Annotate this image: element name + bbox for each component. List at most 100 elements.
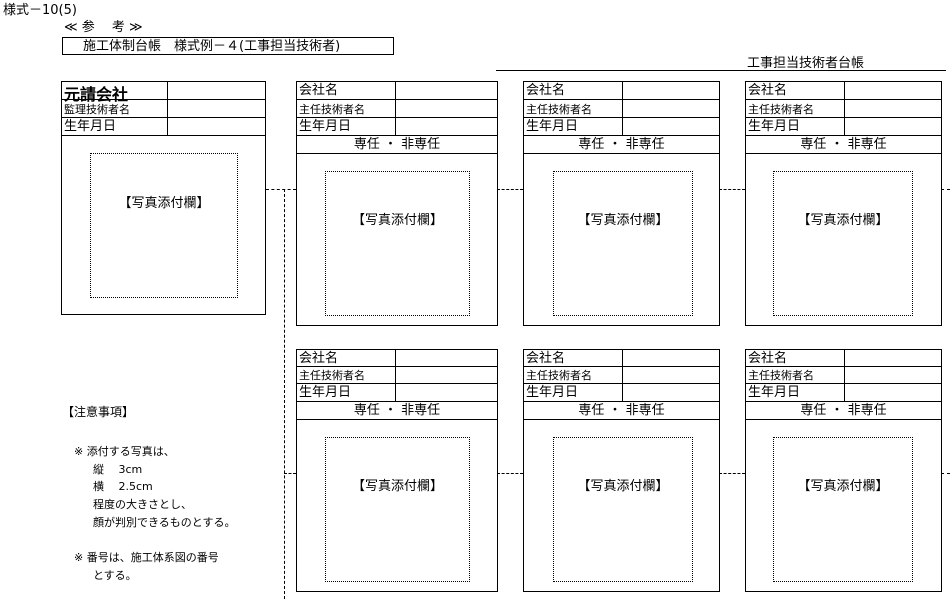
birth-date-label: 生年月日 [299,119,352,134]
card-divider [622,367,623,383]
prime-row-birth: 生年月日 [62,118,265,136]
note-line: 顔が判別できるものとする。 [93,516,236,529]
fulltime-status: 専任 ・ 非専任 [800,403,887,418]
connector-line [284,473,296,474]
prime-company-label: 元請会社 [64,85,129,104]
photo-label: 【写真添付欄】 [577,479,669,494]
birth-date-label: 生年月日 [526,385,579,400]
card-row-birth: 生年月日 [297,384,497,402]
company-label: 会社名 [526,83,566,98]
engineer-card: 会社名 主任技術者名 生年月日 専任 ・ 非専任 【写真添付欄】 [523,81,720,326]
chief-engineer-label: 主任技術者名 [526,369,592,382]
card-row-chief: 主任技術者名 [524,367,719,384]
form-title: 施工体制台帳 様式例－４(工事担当技術者) [83,39,341,54]
photo-slot: 【写真添付欄】 [773,171,913,316]
birth-date-label: 生年月日 [526,119,579,134]
card-row-birth: 生年月日 [297,118,497,136]
prime-divider [167,82,168,99]
photo-slot: 【写真添付欄】 [553,171,693,316]
form-code: 様式－10(5) [3,3,77,18]
prime-row-supervisor: 監理技術者名 [62,100,265,118]
photo-slot: 【写真添付欄】 [553,437,693,582]
prime-divider [167,118,168,135]
card-divider [844,384,845,401]
card-divider [622,100,623,117]
note-line: 縦 3cm [93,463,143,476]
company-label: 会社名 [526,351,566,366]
card-divider [844,367,845,383]
note-line: ※ 添付する写真は、 [74,445,175,458]
card-divider [622,118,623,135]
chief-engineer-label: 主任技術者名 [526,103,592,116]
card-row-chief: 主任技術者名 [746,100,941,118]
note-line: とする。 [93,569,137,582]
company-label: 会社名 [299,83,339,98]
reference-label: ≪ 参 考 ≫ [64,20,143,35]
prime-contractor-card: 元請会社 監理技術者名 生年月日 【写真添付欄】 [61,81,266,315]
card-divider [395,118,396,135]
chief-engineer-label: 主任技術者名 [748,369,814,382]
card-divider [844,118,845,135]
card-divider [844,350,845,366]
card-row-fulltime: 専任 ・ 非専任 [524,136,719,154]
engineer-card: 会社名 主任技術者名 生年月日 専任 ・ 非専任 【写真添付欄】 [296,81,498,326]
photo-label: 【写真添付欄】 [351,213,443,228]
photo-slot: 【写真添付欄】 [325,437,470,582]
connector-line [266,189,296,190]
company-label: 会社名 [748,83,788,98]
card-row-company: 会社名 [297,82,497,100]
card-row-company: 会社名 [524,350,719,367]
card-row-birth: 生年月日 [524,118,719,136]
ledger-title: 工事担当技術者台帳 [747,56,865,71]
prime-row-company: 元請会社 [62,82,265,104]
connector-line [941,189,950,190]
fulltime-status: 専任 ・ 非専任 [578,403,665,418]
card-divider [622,384,623,401]
card-row-company: 会社名 [524,82,719,100]
prime-photo-label: 【写真添付欄】 [118,196,210,211]
card-row-fulltime: 専任 ・ 非専任 [297,402,497,420]
birth-date-label: 生年月日 [748,119,801,134]
card-row-fulltime: 専任 ・ 非専任 [746,136,941,154]
chief-engineer-label: 主任技術者名 [748,103,814,116]
card-divider [395,100,396,117]
fulltime-status: 専任 ・ 非専任 [353,137,441,152]
connector-trunk [284,189,285,599]
fulltime-status: 専任 ・ 非専任 [353,403,441,418]
chief-engineer-label: 主任技術者名 [299,103,365,116]
photo-label: 【写真添付欄】 [797,479,889,494]
card-divider [622,82,623,99]
engineer-card: 会社名 主任技術者名 生年月日 専任 ・ 非専任 【写真添付欄】 [745,349,942,592]
card-row-birth: 生年月日 [746,384,941,402]
card-row-company: 会社名 [297,350,497,367]
card-divider [844,82,845,99]
prime-divider [167,100,168,117]
prime-birth-label: 生年月日 [64,119,117,134]
notes-heading: 【注意事項】 [62,405,135,419]
connector-line [497,189,523,190]
chief-engineer-label: 主任技術者名 [299,369,365,382]
card-divider [844,100,845,117]
card-divider [395,367,396,383]
prime-photo-slot: 【写真添付欄】 [90,153,238,298]
note-line: 程度の大きさとし、 [93,498,192,511]
card-divider [395,384,396,401]
company-label: 会社名 [299,351,339,366]
photo-label: 【写真添付欄】 [351,479,443,494]
engineer-card: 会社名 主任技術者名 生年月日 専任 ・ 非専任 【写真添付欄】 [745,81,942,326]
connector-line [719,189,745,190]
card-row-chief: 主任技術者名 [297,367,497,384]
birth-date-label: 生年月日 [299,385,352,400]
note-line: ※ 番号は、施工体系図の番号 [74,551,219,564]
connector-line [941,473,950,474]
fulltime-status: 専任 ・ 非専任 [800,137,887,152]
company-label: 会社名 [748,351,788,366]
photo-label: 【写真添付欄】 [797,213,889,228]
card-row-company: 会社名 [746,350,941,367]
card-row-fulltime: 専任 ・ 非専任 [746,402,941,420]
birth-date-label: 生年月日 [748,385,801,400]
card-row-birth: 生年月日 [524,384,719,402]
card-row-fulltime: 専任 ・ 非専任 [524,402,719,420]
engineer-card: 会社名 主任技術者名 生年月日 専任 ・ 非専任 【写真添付欄】 [296,349,498,592]
card-row-birth: 生年月日 [746,118,941,136]
